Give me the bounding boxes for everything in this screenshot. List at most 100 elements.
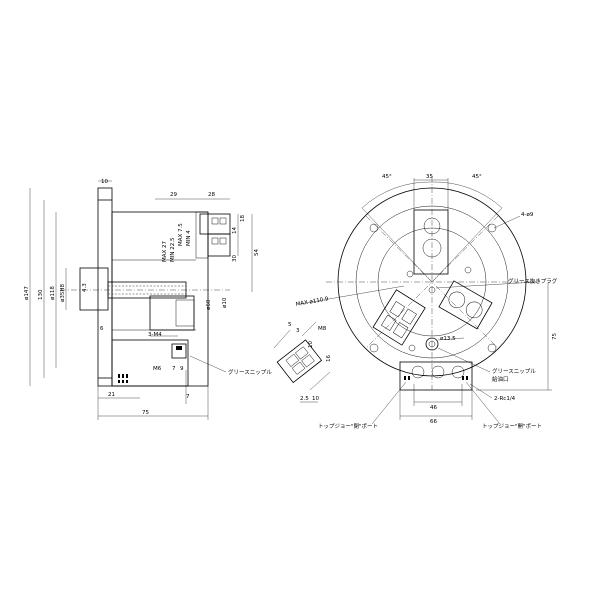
dim-text-3m4: 3-M4 xyxy=(148,332,162,338)
detail-text-16: 16 xyxy=(326,355,332,362)
jaw-bolt-hole xyxy=(465,301,483,319)
label-open-port: トップジョー"開"ポート xyxy=(482,423,542,430)
arc-45-left xyxy=(361,181,433,209)
label-grease-nipple: グリースニップル xyxy=(228,368,272,376)
leader-max xyxy=(299,285,405,305)
detail-jaw-bolt xyxy=(291,361,306,375)
mount-hole xyxy=(487,223,497,233)
grease-plug xyxy=(428,286,436,294)
jaw-bolt xyxy=(211,217,219,225)
dim-text-d13-5: ø13.5 xyxy=(440,336,456,342)
detail-text-m8: M8 xyxy=(318,326,327,332)
jaw-bolt xyxy=(389,301,405,318)
leader-2rc xyxy=(469,383,493,399)
detail-jaw-bolt xyxy=(295,346,309,360)
leader-4d9 xyxy=(493,215,521,229)
dim-text-d130: 130 xyxy=(38,289,44,300)
label-grease-nipple: グリースニップル xyxy=(492,367,536,375)
dim-text-45-left: 45° xyxy=(382,174,392,180)
port-circle xyxy=(411,365,425,379)
small-hole xyxy=(406,270,414,278)
dim-text-max75: MAX 7.5 xyxy=(178,223,184,246)
piston xyxy=(149,295,195,331)
label-grease-inlet: 給油口 xyxy=(492,375,509,383)
leader-grease xyxy=(189,355,227,373)
detail-text-2-5: 2.5 xyxy=(300,396,309,402)
port-circle xyxy=(451,365,465,379)
jaw-bolt xyxy=(219,217,227,225)
jaw-bolt xyxy=(219,237,227,245)
dim-text-29: 29 xyxy=(170,192,177,198)
detail-view: M8 5 3 10 16 2.5 10 xyxy=(273,321,332,403)
detail-text-5: 5 xyxy=(288,322,292,328)
angle-ray xyxy=(431,207,503,283)
dim-text-max-d110: MAX ø110.9 xyxy=(295,296,329,308)
flange-plate xyxy=(97,187,113,387)
grease-nipple-fitting xyxy=(171,343,187,359)
leader-grease-plug xyxy=(435,281,537,289)
dim-text-21: 21 xyxy=(108,392,115,398)
jaw-bolt-hole xyxy=(423,217,441,235)
detail-text-10b: 10 xyxy=(312,396,319,402)
port-mark xyxy=(122,380,124,383)
dim-text-d118: ø118 xyxy=(50,286,56,300)
dim-text-d147: ø147 xyxy=(24,286,30,300)
jaw-bolt xyxy=(401,308,417,325)
dim-text-6: 6 xyxy=(100,326,104,332)
small-hole xyxy=(464,266,472,274)
dim-text-2rc: 2-Rc1/4 xyxy=(494,396,516,402)
leader-open-port xyxy=(465,381,501,425)
dim-text-max27: MAX 27 xyxy=(162,240,168,262)
detail-jaw xyxy=(276,339,323,384)
dim-text-d35h8: ø35H8 xyxy=(60,284,66,302)
dim-text-14: 14 xyxy=(232,227,238,234)
mount-hole xyxy=(369,343,379,353)
dim-text-d60: ø60 xyxy=(206,299,212,310)
dim-text-18: 18 xyxy=(240,215,246,222)
small-hole xyxy=(408,344,416,352)
dim-text-46: 46 xyxy=(430,405,437,411)
left-jaw xyxy=(372,289,426,346)
dim-text-45-right: 45° xyxy=(472,174,482,180)
label-grease-plug: グリース抜きプラグ xyxy=(508,277,558,285)
detail-dim xyxy=(273,329,291,349)
dim-text-min4: MIN 4 xyxy=(186,230,192,246)
dim-text-54: 54 xyxy=(254,249,260,256)
label-close-port: トップジョー"閉"ポート xyxy=(318,423,378,430)
dim-text-d10: ø10 xyxy=(222,297,228,308)
right-jaw xyxy=(438,280,493,330)
dim-text-75: 75 xyxy=(142,410,149,416)
detail-jaw-bolt xyxy=(301,354,315,368)
front-view: 45° 45° 35 4-ø9 グリース抜きプラグ MAX ø110.9 ø13… xyxy=(295,174,558,430)
port-circle xyxy=(431,365,445,379)
leader-grease-nipple xyxy=(437,347,491,373)
port-block xyxy=(399,361,473,391)
port-mark xyxy=(404,376,406,380)
grease-nipple-head xyxy=(176,346,182,350)
jaw-slot xyxy=(195,211,209,259)
grease-nipple-inner xyxy=(428,340,436,348)
detail-jaw-body xyxy=(276,339,323,384)
dim-text-m6: M6 xyxy=(153,366,162,372)
right-jaw-body xyxy=(438,280,493,330)
dim-text-7: 7 xyxy=(172,366,176,372)
leader-close-port xyxy=(371,381,407,425)
port-mark xyxy=(126,374,128,378)
side-view: 10 29 28 ø147 130 ø118 ø35H8 4.3 MAX 27 … xyxy=(24,179,272,420)
detail-dim xyxy=(309,371,331,391)
port-mark xyxy=(118,380,120,383)
dim-text-66: 66 xyxy=(430,419,437,425)
jaw-bolt-hole xyxy=(448,291,466,309)
port-mark xyxy=(126,380,128,383)
arc-45-right xyxy=(431,181,503,209)
lower-body xyxy=(111,339,189,387)
jaw-block-mid xyxy=(207,233,231,257)
jaw-bolt-hole xyxy=(422,238,442,258)
dim-text-min225: MIN 22.5 xyxy=(170,237,176,262)
dim-text-75: 75 xyxy=(552,333,558,340)
mount-hole xyxy=(487,343,497,353)
jaw-bolt xyxy=(392,322,409,339)
port-mark xyxy=(466,376,468,380)
dim-text-4d9: 4-ø9 xyxy=(521,212,534,218)
